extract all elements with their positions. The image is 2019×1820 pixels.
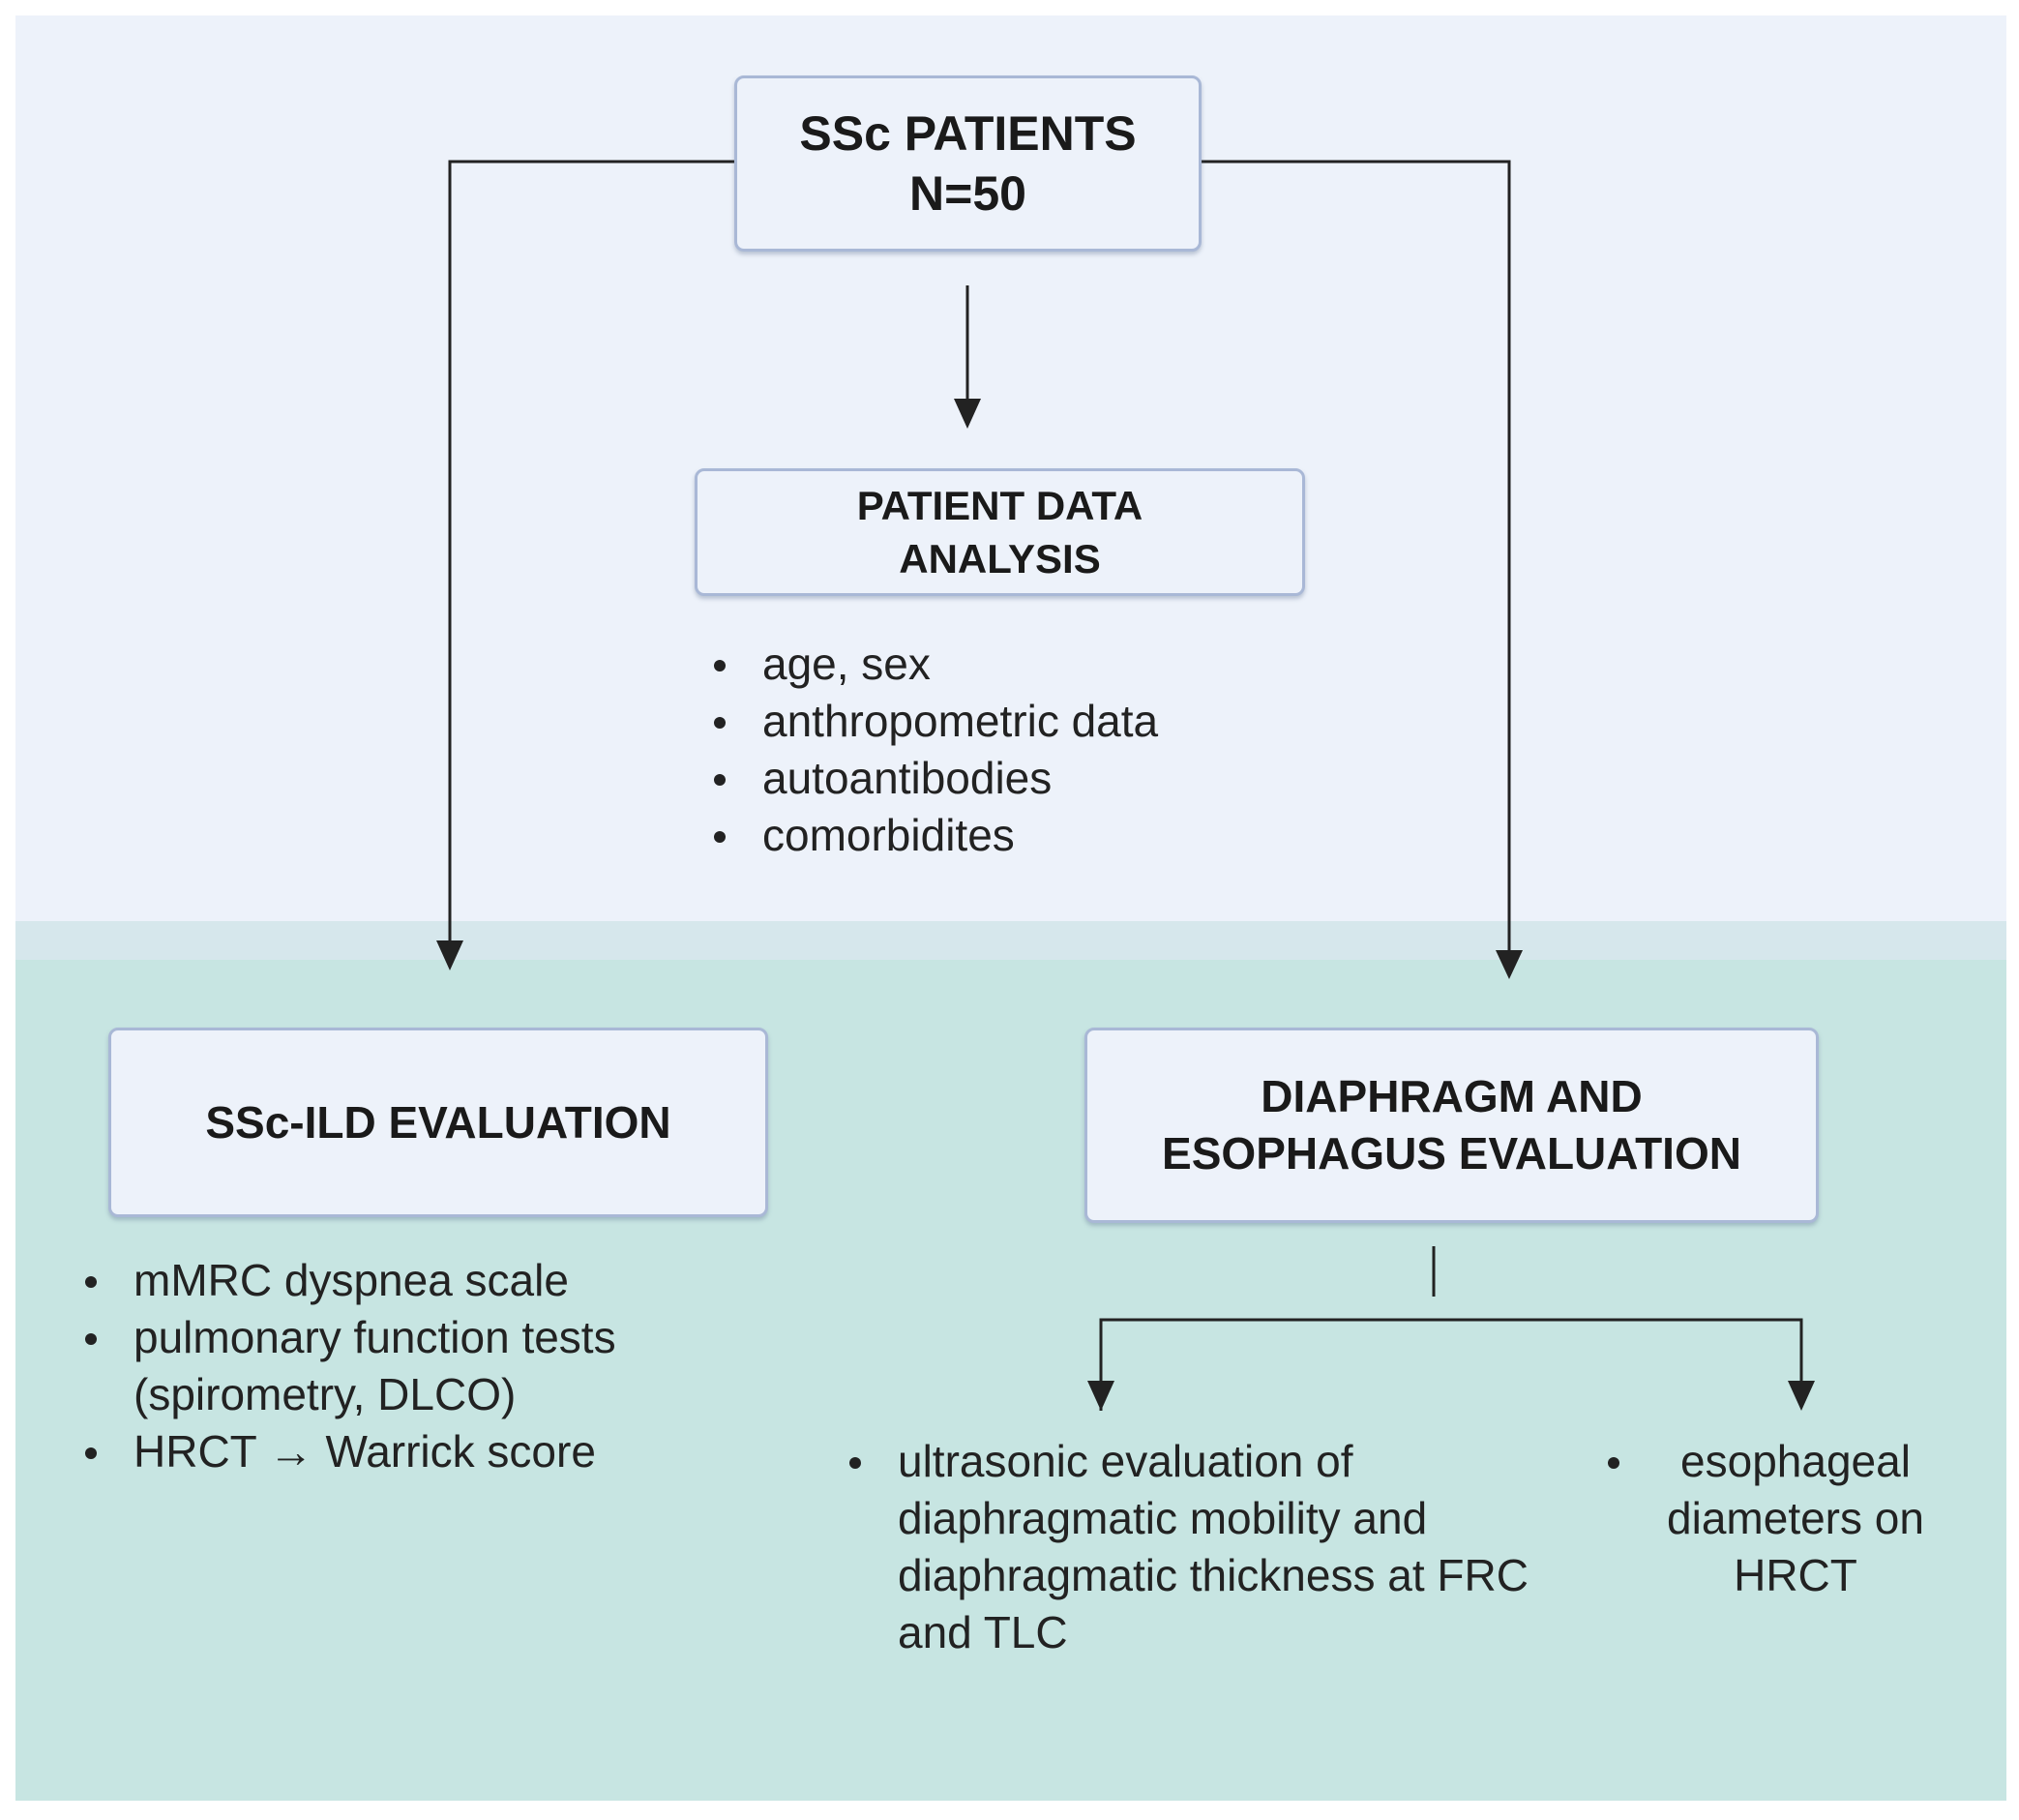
list-item: HRCT → Warrick score xyxy=(79,1423,757,1480)
esophageal-diameters-list: esophageal diameters on HRCT xyxy=(1596,1433,1954,1604)
ultrasonic-evaluation-list: ultrasonic evaluation of diaphragmatic m… xyxy=(844,1433,1540,1661)
patient-data-analysis-line2: ANALYSIS xyxy=(899,536,1101,582)
connector-diaphragm-split xyxy=(1099,1318,1803,1411)
diaphragm-esophagus-line2: ESOPHAGUS EVALUATION xyxy=(1162,1128,1741,1179)
list-item: anthropometric data xyxy=(708,693,1385,750)
arrowhead-ild xyxy=(436,940,463,970)
list-item: autoantibodies xyxy=(708,750,1385,807)
arrowhead-diaphragm xyxy=(1496,950,1523,979)
list-item: mMRC dyspnea scale xyxy=(79,1252,757,1309)
patient-data-list: age, sex anthropometric data autoantibod… xyxy=(708,636,1385,864)
patient-data-analysis-line1: PATIENT DATA xyxy=(856,483,1143,528)
ssc-ild-evaluation-title: SSc-ILD EVALUATION xyxy=(205,1097,671,1148)
arrowhead-analysis xyxy=(954,399,981,429)
list-item: esophageal diameters on HRCT xyxy=(1596,1433,1954,1604)
patient-data-analysis-box: PATIENT DATA ANALYSIS xyxy=(695,468,1305,596)
list-item: age, sex xyxy=(708,636,1385,693)
ssc-ild-evaluation-box: SSc-ILD EVALUATION xyxy=(108,1028,768,1217)
panel-transition-band xyxy=(15,921,2006,960)
list-item: pulmonary function tests (spirometry, DL… xyxy=(79,1309,757,1423)
ssc-ild-list: mMRC dyspnea scale pulmonary function te… xyxy=(79,1252,757,1480)
list-item: comorbidites xyxy=(708,807,1385,864)
diaphragm-esophagus-line1: DIAPHRAGM AND xyxy=(1261,1071,1643,1121)
connector-patients-to-diaphragm xyxy=(1202,160,1511,956)
ssc-patients-title: SSc PATIENTS xyxy=(799,106,1137,161)
diaphragm-esophagus-evaluation-box: DIAPHRAGM AND ESOPHAGUS EVALUATION xyxy=(1084,1028,1819,1223)
arrowhead-ultrasonic xyxy=(1087,1381,1114,1411)
ssc-patients-box: SSc PATIENTS N=50 xyxy=(734,75,1202,252)
ssc-patients-count: N=50 xyxy=(909,166,1026,221)
list-item: ultrasonic evaluation of diaphragmatic m… xyxy=(844,1433,1540,1661)
arrowhead-esophageal xyxy=(1788,1381,1815,1411)
connector-patients-to-ild xyxy=(448,160,734,948)
